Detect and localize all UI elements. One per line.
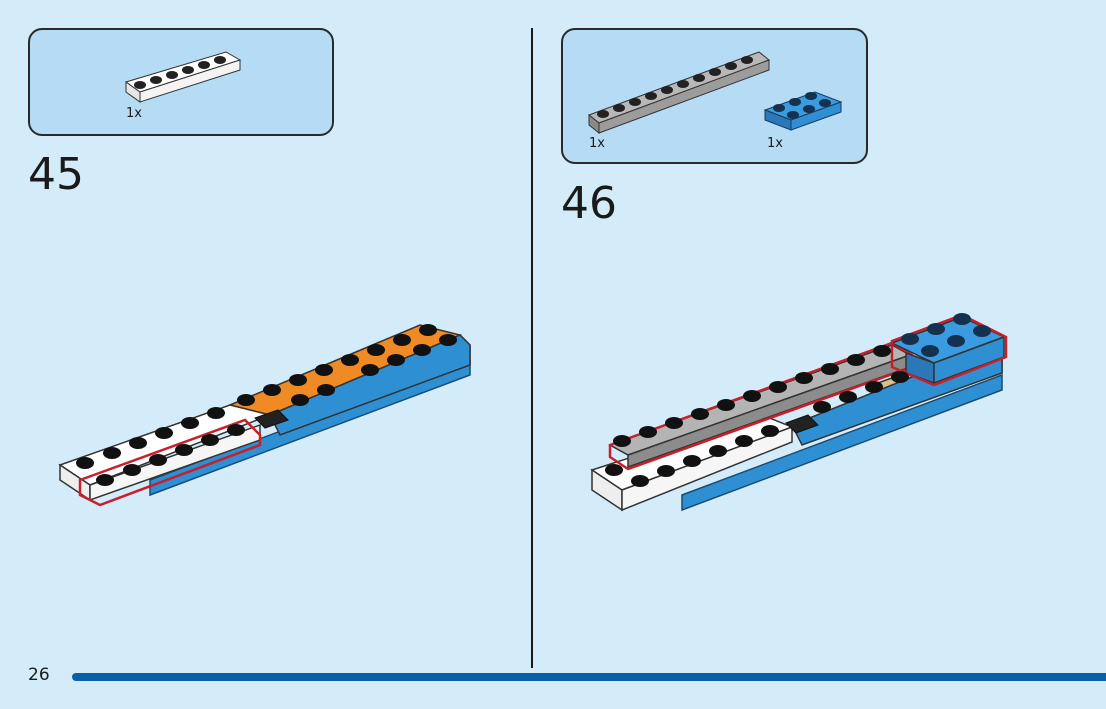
footer-bar [72, 673, 1106, 681]
part-qty: 1x [767, 136, 783, 151]
blue-plate-icon [763, 91, 843, 131]
parts-box-step-45: 1x [28, 28, 334, 136]
step-number: 45 [28, 149, 84, 200]
gray-plate-icon [587, 51, 771, 135]
parts-box-step-46: 1x 1x [561, 28, 868, 164]
page-divider [531, 28, 533, 668]
step-46-model [590, 313, 1008, 512]
white-plate-icon [124, 51, 242, 103]
part-qty: 1x [589, 136, 605, 151]
step-number: 46 [561, 178, 617, 229]
part-qty: 1x [126, 106, 142, 121]
page-number: 26 [28, 665, 50, 685]
step-45-model [58, 324, 471, 507]
